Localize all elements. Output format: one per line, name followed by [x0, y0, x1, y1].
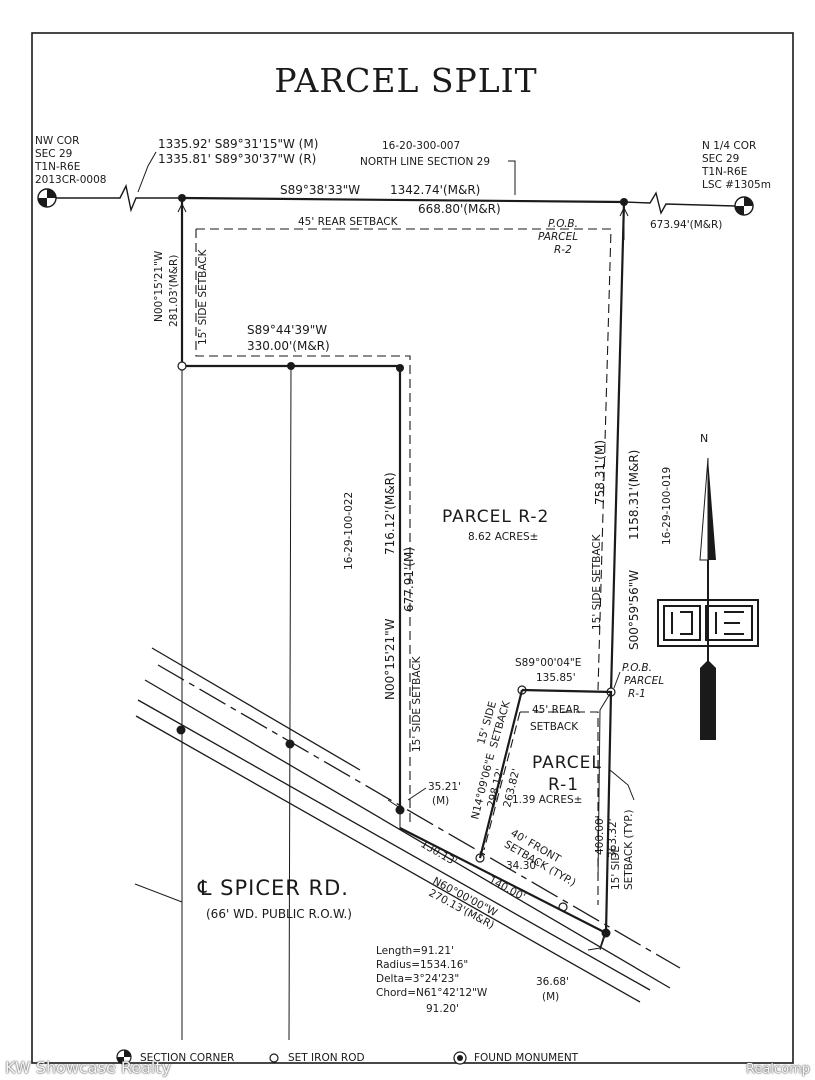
svg-text:Delta=3°24'23": Delta=3°24'23"	[376, 973, 459, 985]
legend-section-corner: SECTION CORNER	[140, 1052, 234, 1064]
pob-r1-label: P.O.B. PARCEL R-1	[622, 662, 667, 700]
svg-text:SEC 29: SEC 29	[702, 153, 739, 165]
north-line-bearing-m: 1335.92' S89°31'15"W (M)	[158, 137, 318, 151]
east-line-distance-mr: 1158.31'(M&R)	[627, 450, 641, 540]
r1-east-distance-1: 400.00'	[594, 815, 606, 855]
iron-rod-icon	[269, 1053, 279, 1063]
north-line-bearing: S89°38'33"W	[280, 183, 360, 197]
svg-text:Length=91.21': Length=91.21'	[376, 945, 454, 957]
watermark-left: KW Showcase Realty	[5, 1058, 172, 1077]
r1-east-distance-2: 363.32'	[607, 818, 619, 858]
frontage-line	[399, 827, 607, 934]
parcel-r2-boundary	[180, 198, 626, 810]
east-line-distance-m: 758.31'(M)	[593, 440, 607, 505]
west-line-bearing: N00°15'21"W	[153, 250, 165, 322]
north-line-distance: 1342.74'(M&R)	[390, 183, 480, 197]
parcel-r2-setback	[195, 228, 612, 822]
section-corner-icon	[37, 188, 57, 208]
section-corner-icon	[734, 196, 754, 216]
monument-icon	[453, 1051, 467, 1065]
section-corner-icon	[116, 1049, 132, 1065]
north-line-parcel-id: 16-20-300-007	[382, 140, 460, 152]
north-arrow-label: N	[700, 432, 708, 445]
road-dim-d6-m: (M)	[542, 991, 559, 1003]
road-dim-d2: 130.13'	[419, 838, 459, 868]
r1-side-typ-setback-label: 15' SIDE SETBACK (TYP.)	[610, 809, 635, 890]
north-arrow-icon: N	[657, 432, 759, 740]
svg-text:Chord=N61°42'12"W: Chord=N61°42'12"W	[376, 987, 488, 999]
mid-line-bearing: S89°44'39"W	[247, 323, 327, 337]
parcel-r1-area: 1.39 ACRES±	[512, 794, 582, 806]
north-line-section-label: NORTH LINE SECTION 29	[360, 156, 490, 168]
r2-west-distance-m: 677.91'(M)	[402, 547, 416, 612]
legend-iron-rod: SET IRON ROD	[288, 1052, 365, 1064]
mid-line-distance: 330.00'(M&R)	[247, 339, 330, 353]
side-setback-mid-label: 15' SIDE SETBACK	[411, 655, 423, 752]
nw-corner-label: NW COR SEC 29 T1N-R6E 2013CR-0008	[34, 135, 106, 186]
road-dim-d3: 34.30'	[506, 860, 539, 872]
parcel-id-left: 16-29-100-022	[343, 492, 355, 570]
parcel-r1-name-1: PARCEL	[532, 753, 602, 773]
svg-text:91.20': 91.20'	[426, 1003, 459, 1015]
svg-text:T1N-R6E: T1N-R6E	[701, 166, 747, 178]
parcel-r1-name-2: R-1	[548, 775, 579, 795]
road-name: ℄ SPICER RD.	[197, 876, 349, 900]
svg-text:SEC 29: SEC 29	[35, 148, 72, 160]
rear-setback-label: 45' REAR SETBACK	[298, 216, 399, 228]
north-line-east-part: 673.94'(M&R)	[650, 219, 722, 231]
side-setback-right-label: 15' SIDE SETBACK	[591, 533, 603, 630]
drawing-title: PARCEL SPLIT	[274, 61, 537, 100]
svg-text:N 1/4 COR: N 1/4 COR	[702, 140, 756, 152]
parcel-id-right: 16-29-100-019	[661, 467, 673, 545]
svg-text:T1N-R6E: T1N-R6E	[34, 161, 80, 173]
watermark-right: Realcomp	[745, 1062, 810, 1077]
svg-text:2013CR-0008: 2013CR-0008	[35, 174, 106, 186]
r2-west-bearing: N00°15'21"W	[383, 618, 397, 700]
parcel-r2-area: 8.62 ACRES±	[468, 531, 538, 543]
r2-west-distance-mr: 716.12'(M&R)	[383, 472, 397, 555]
drawing-border	[31, 32, 794, 1064]
road-dim-d6: 36.68'	[536, 976, 569, 988]
road-description: (66' WD. PUBLIC R.O.W.)	[206, 907, 352, 921]
road-dim-d4: 140.00'	[487, 874, 528, 903]
svg-text:Radius=1534.16": Radius=1534.16"	[376, 959, 468, 971]
svg-text:LSC #1305m: LSC #1305m	[702, 179, 771, 191]
parcel-r1-setback	[483, 711, 599, 905]
road-dim-d1-m: (M)	[432, 795, 449, 807]
r1-side-setback-label: 15' SIDE SETBACK	[475, 695, 513, 749]
pob-r2-label: P.O.B. PARCEL R-2	[538, 218, 581, 256]
svg-text:NW COR: NW COR	[35, 135, 79, 147]
west-line-distance: 281.03'(M&R)	[168, 255, 180, 327]
north-line-west-part: 668.80'(M&R)	[418, 202, 501, 216]
north-line-bearing-r: 1335.81' S89°30'37"W (R)	[158, 152, 316, 166]
r1-front-setback-label: 40' FRONT SETBACK (TYP.)	[502, 827, 584, 889]
r1-north-bearing: S89°00'04"E	[515, 657, 581, 669]
r1-rear-setback-label: 45' REAR SETBACK	[530, 704, 583, 733]
curve-table: Length=91.21' Radius=1534.16" Delta=3°24…	[376, 945, 488, 1015]
n-quarter-corner-label: N 1/4 COR SEC 29 T1N-R6E LSC #1305m	[701, 140, 771, 191]
side-setback-left-label: 15' SIDE SETBACK	[197, 248, 209, 345]
east-line-bearing: S00°59'56"W	[627, 570, 641, 650]
legend: SECTION CORNER SET IRON ROD FOUND MONUME…	[116, 1049, 579, 1065]
spicer-road	[134, 647, 681, 1003]
road-dim-d1: 35.21'	[428, 781, 461, 793]
parcel-r2-name: PARCEL R-2	[442, 507, 549, 527]
r1-north-distance: 135.85'	[536, 672, 576, 684]
legend-found-monument: FOUND MONUMENT	[474, 1052, 579, 1064]
